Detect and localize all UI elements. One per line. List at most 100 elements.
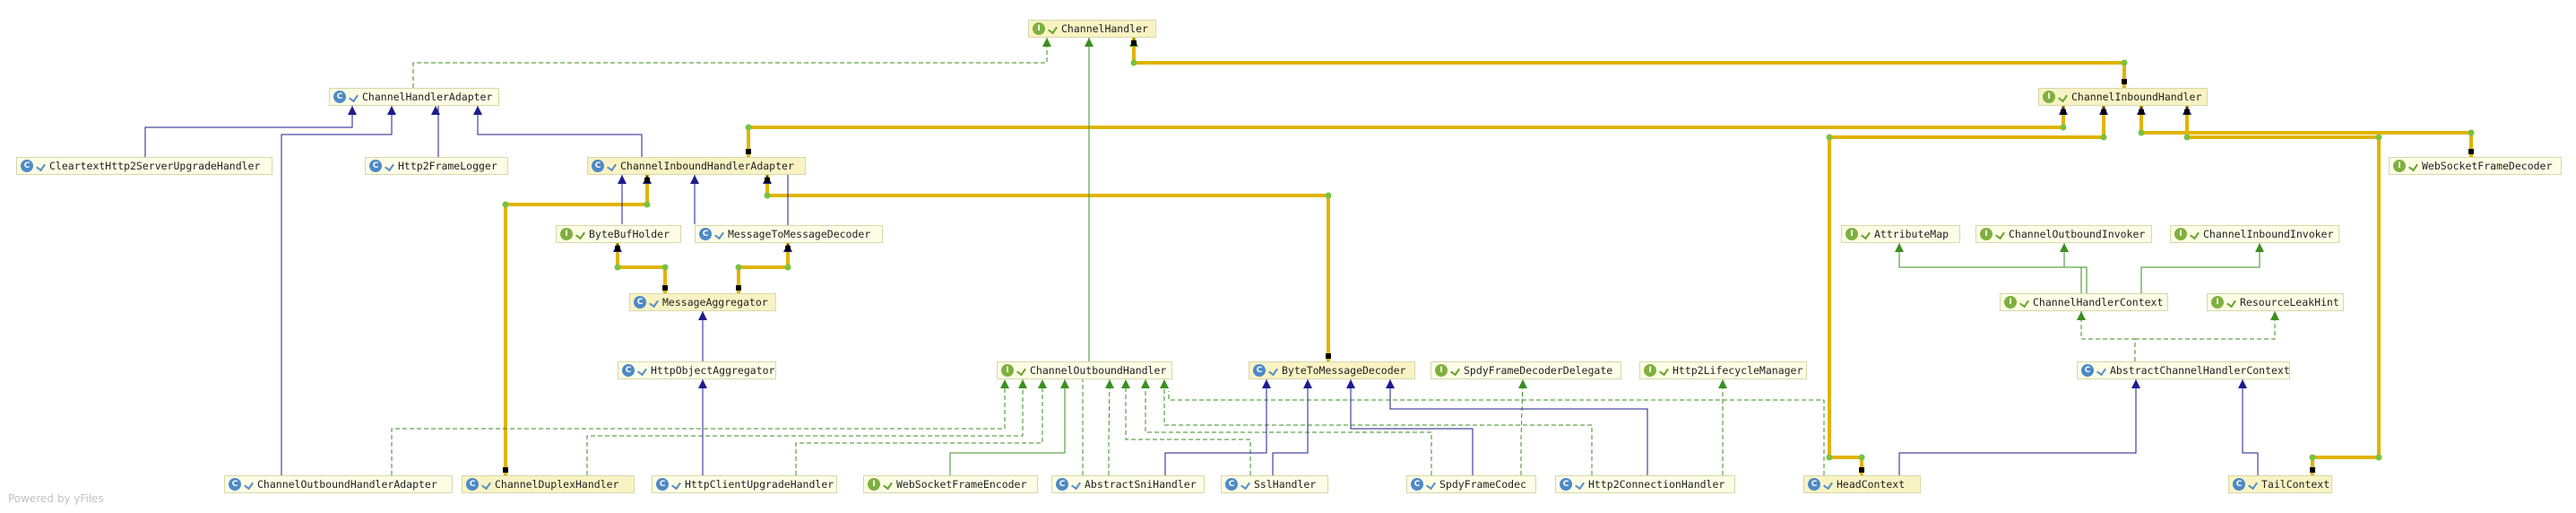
visibility-icon: [1071, 481, 1079, 489]
visibility-icon: [1823, 481, 1831, 489]
path-joint-marker: [2061, 109, 2066, 115]
interface-icon: I: [2393, 160, 2406, 172]
class-node-label: AbstractSniHandler: [1085, 478, 1197, 491]
edge-ctx-outbound-invoker: [2063, 243, 2088, 293]
class-icon: C: [1056, 478, 1068, 491]
interface-icon: I: [2004, 296, 2017, 309]
class-icon: C: [622, 364, 635, 377]
extends-arrowhead: [1262, 379, 1271, 388]
visibility-icon: [481, 481, 489, 489]
path-head-to-inbound: [1828, 106, 2105, 475]
powered-by-footer: Powered by yFiles: [8, 492, 104, 505]
path-joint-marker: [2468, 149, 2474, 154]
path-joint-marker: [1859, 467, 1864, 473]
visibility-icon: [36, 162, 44, 170]
class-node-head-context[interactable]: C HeadContext: [1803, 475, 1921, 493]
path-bend-marker: [661, 264, 669, 271]
class-node-abstract-sni-handler[interactable]: C AbstractSniHandler: [1051, 475, 1205, 493]
extends-arrowhead: [1346, 379, 1355, 388]
path-b2m-to-adapter: [765, 175, 1330, 361]
edge-inadapter-adapter: [477, 106, 643, 157]
visibility-icon: [2058, 93, 2066, 101]
class-icon: C: [2233, 478, 2245, 491]
class-node-label: ByteBufHolder: [589, 228, 670, 240]
visibility-icon: [1016, 367, 1024, 375]
class-icon: C: [1808, 478, 1820, 491]
implements-arrowhead: [2077, 311, 2086, 320]
interface-icon: I: [560, 228, 573, 240]
class-node-label: MessageToMessageDecoder: [728, 228, 871, 240]
visibility-icon: [2096, 367, 2105, 375]
edge-spdy-delegate: [1520, 378, 1524, 475]
visibility-icon: [2248, 481, 2256, 489]
implements-arrowhead: [1085, 38, 1094, 47]
visibility-icon: [649, 299, 657, 307]
class-node-label: SpdyFrameDecoderDelegate: [1464, 364, 1613, 377]
edge-outadapter-outbound: [391, 379, 1006, 475]
class-icon: C: [1411, 478, 1423, 491]
class-node-label: CleartextHttp2ServerUpgradeHandler: [49, 160, 261, 172]
implements-arrowhead: [1718, 379, 1727, 388]
class-icon: C: [1560, 478, 1572, 491]
visibility-icon: [244, 481, 252, 489]
extends-arrowhead: [698, 379, 707, 388]
path-joint-marker: [615, 246, 620, 251]
interface-icon: I: [1644, 364, 1656, 377]
extends-arrowhead: [1386, 379, 1395, 388]
path-wsdecoder-to-inbound: [2139, 106, 2473, 157]
path-bend-marker: [502, 201, 509, 208]
class-node-label: MessageAggregator: [662, 296, 768, 309]
edge-cleartext-adapter: [144, 106, 353, 157]
edge-sni-b2m: [1164, 379, 1267, 475]
path-joint-marker: [1131, 40, 1137, 46]
visibility-icon: [714, 230, 722, 239]
path-joint-marker: [2101, 109, 2106, 115]
edge-tail-abstractctx: [2242, 379, 2259, 475]
path-bend-marker: [644, 201, 651, 208]
class-node-byte-buf-holder[interactable]: I ByteBufHolder: [556, 225, 681, 243]
class-node-label: WebSocketFrameEncoder: [896, 478, 1027, 491]
extends-arrowhead: [698, 311, 707, 320]
visibility-icon: [1048, 25, 1056, 33]
path-inbound-to-channelhandler: [1132, 38, 2126, 88]
edge-abstractctx-ctx: [2080, 311, 2136, 361]
interface-icon: I: [1033, 22, 1045, 35]
class-node-label: ChannelOutboundHandlerAdapter: [257, 478, 437, 491]
interface-icon: I: [2211, 296, 2224, 309]
path-bend-marker: [2375, 454, 2382, 461]
edge-duplex-outbound: [586, 379, 1024, 475]
path-bend-marker: [2375, 134, 2382, 141]
path-bend-marker: [2183, 134, 2191, 141]
class-node-label: HeadContext: [1837, 478, 1906, 491]
visibility-icon: [1240, 481, 1249, 489]
class-node-label: AbstractChannelHandlerContext: [2110, 364, 2290, 377]
